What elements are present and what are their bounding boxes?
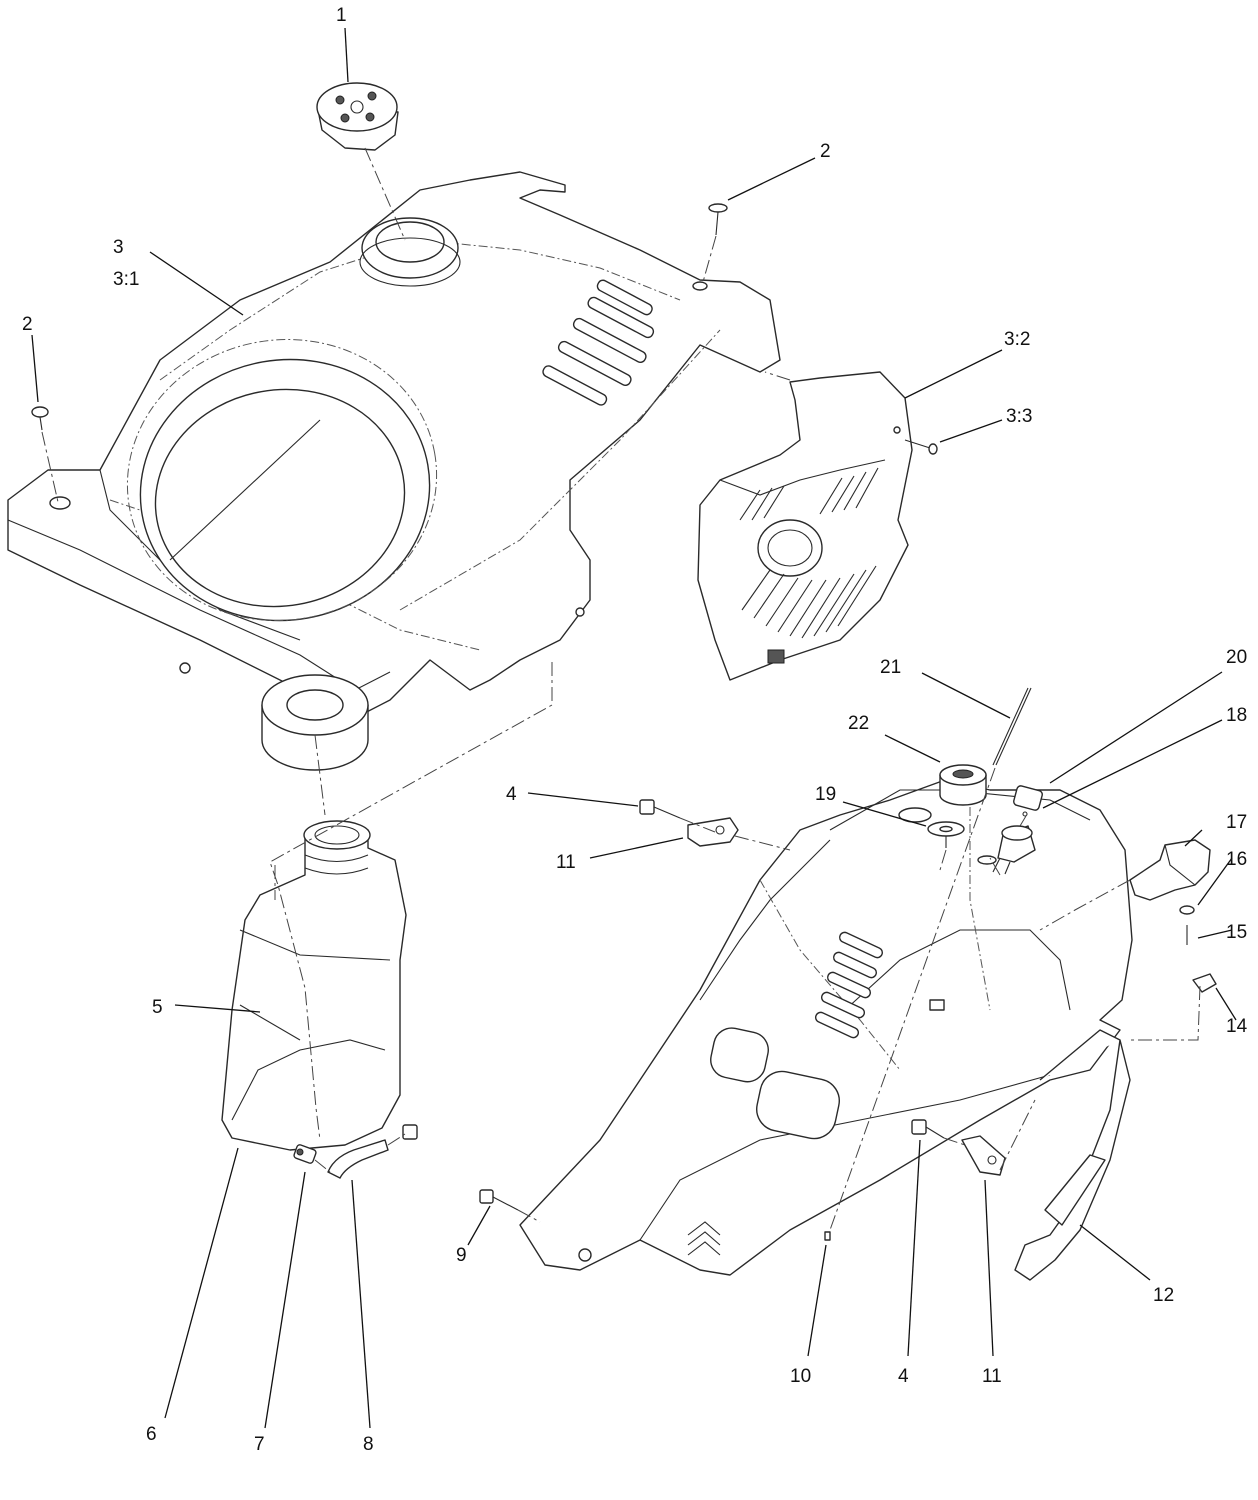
- handle-grip-part: [1129, 839, 1211, 901]
- callout-6: 6: [146, 1424, 157, 1445]
- callout-3-3: 3:3: [1006, 406, 1032, 427]
- knob-part: [939, 764, 987, 806]
- callout-12: 12: [1153, 1285, 1174, 1306]
- callout-16: 16: [1226, 849, 1247, 870]
- callout-5: 5: [152, 997, 163, 1018]
- washer-part: [927, 821, 965, 848]
- callout-4-upper: 4: [506, 784, 517, 805]
- callout-10: 10: [790, 1366, 811, 1387]
- pin-part: [824, 1231, 831, 1241]
- fitting-part: [293, 1144, 317, 1164]
- callout-11-upper: 11: [556, 852, 576, 873]
- side-cover-part: [1014, 1029, 1131, 1281]
- screw-part-top: [708, 203, 728, 236]
- callout-21: 21: [880, 657, 901, 678]
- bolt-part-upper: [639, 799, 681, 819]
- shroud-part: [7, 171, 781, 719]
- callout-2-top: 2: [820, 141, 831, 162]
- callout-labels: 1 2 3 3:1 2 3:2 3:3 21 20 22 18 19 17 4 …: [22, 5, 1248, 1455]
- control-panel-part: [519, 779, 1133, 1276]
- clip-part: [1192, 973, 1217, 993]
- callout-3: 3: [113, 237, 124, 258]
- small-washer-part: [1179, 905, 1195, 915]
- grommet-part: [261, 674, 369, 771]
- callout-8: 8: [363, 1434, 374, 1455]
- key-part: [1013, 785, 1043, 817]
- assembly-lines: [41, 147, 1201, 1231]
- rod-part: [992, 687, 1032, 766]
- callout-7: 7: [254, 1434, 265, 1455]
- fuel-tank-part: [221, 820, 407, 1151]
- leader-lines: [31, 27, 1237, 1429]
- callout-15: 15: [1226, 922, 1247, 943]
- callout-3-1: 3:1: [113, 269, 139, 290]
- callout-20: 20: [1226, 647, 1247, 668]
- screw-part-left: [31, 406, 49, 431]
- callout-3-2: 3:2: [1004, 329, 1030, 350]
- callout-14: 14: [1226, 1016, 1248, 1037]
- hose-part: [327, 1124, 418, 1179]
- cover-section-part: [697, 371, 913, 681]
- callout-18: 18: [1226, 705, 1247, 726]
- callout-17: 17: [1226, 812, 1247, 833]
- callout-4-lower: 4: [898, 1366, 909, 1387]
- callout-1: 1: [336, 5, 347, 26]
- callout-19: 19: [815, 784, 836, 805]
- fuel-cap-part: [316, 82, 399, 151]
- bolt-part-lower: [911, 1119, 945, 1139]
- switch-part: [992, 825, 1036, 875]
- bracket-part-upper: [687, 817, 739, 847]
- callout-2-left: 2: [22, 314, 33, 335]
- bolt-part-nine: [479, 1189, 519, 1211]
- screw-part-cover: [904, 439, 938, 455]
- callout-11-lower: 11: [982, 1366, 1002, 1387]
- callout-22: 22: [848, 713, 869, 734]
- callout-9: 9: [456, 1245, 467, 1266]
- bracket-part-lower: [961, 1135, 1006, 1176]
